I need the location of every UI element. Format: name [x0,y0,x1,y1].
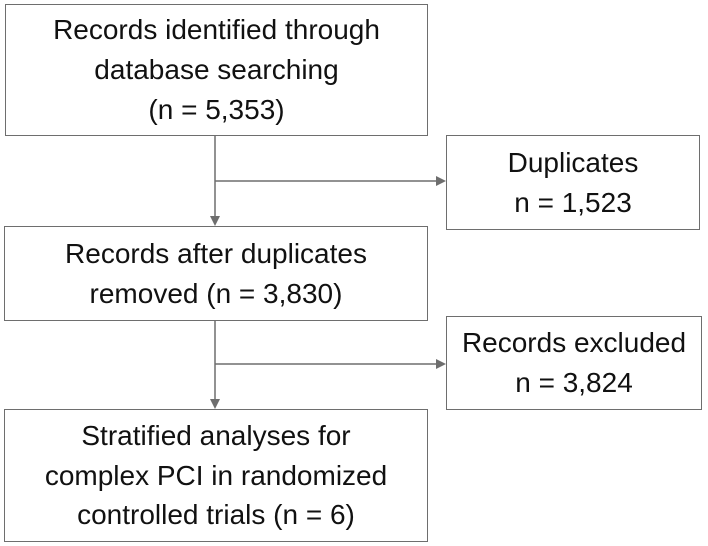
stratified-analyses-box: Stratified analyses for complex PCI in r… [4,409,428,542]
after-duplicates-line-2: removed (n = 3,830) [89,277,343,309]
records-identified-count: (n = 5,353) [148,93,285,125]
records-excluded-count: n = 3,824 [515,367,633,398]
records-identified-line-1: Records identified through [53,14,380,46]
records-identified-box: Records identified through database sear… [5,4,428,136]
stratified-line-3: controlled trials (n = 6) [77,499,355,531]
stratified-line-2: complex PCI in randomized [44,459,388,491]
records-excluded-box: Records excluded n = 3,824 [446,316,702,410]
records-identified-line-2: database searching [94,54,339,86]
after-duplicates-box: Records after duplicates removed (n = 3,… [4,226,428,321]
records-excluded-label: Records excluded [461,327,687,359]
after-duplicates-line-1: Records after duplicates [65,237,367,269]
duplicates-label: Duplicates [507,146,639,178]
duplicates-box: Duplicates n = 1,523 [446,135,700,230]
duplicates-count: n = 1,523 [514,186,632,218]
stratified-line-1: Stratified analyses for [81,419,351,451]
